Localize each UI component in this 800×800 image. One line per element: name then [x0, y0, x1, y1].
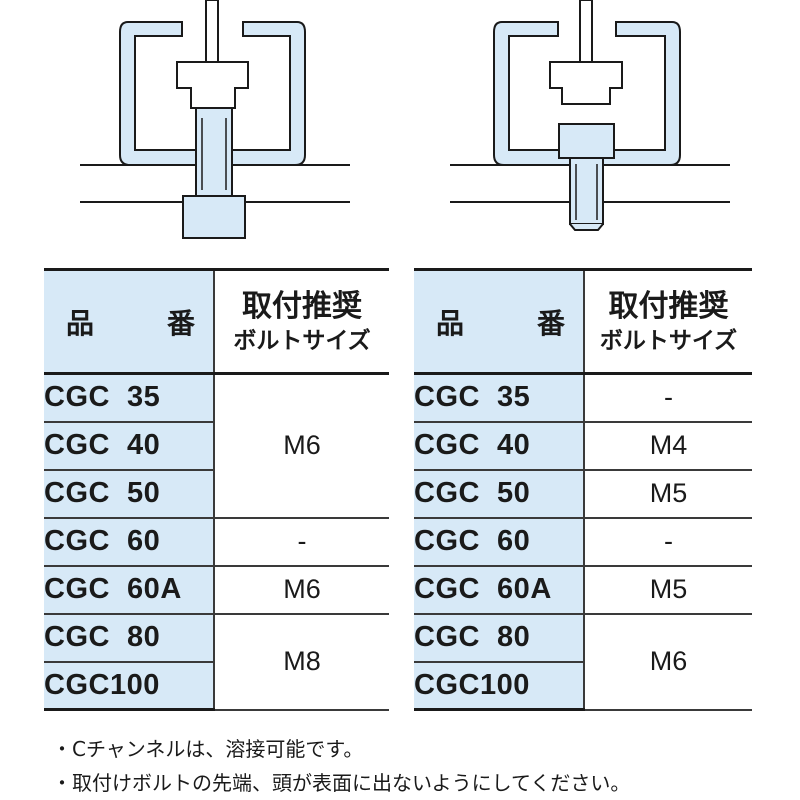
- product-code-cell: CGC 50: [414, 469, 585, 519]
- t-nut: [176, 61, 249, 109]
- product-code-cell: CGC 50: [44, 469, 215, 519]
- bolt-header-line1: 取付推奨: [242, 290, 362, 324]
- product-code-cell: CGC 40: [44, 421, 215, 471]
- table-header-row: 品 番 取付推奨 ボルトサイズ: [414, 268, 752, 375]
- table-row: CGC100: [414, 661, 752, 711]
- bolt-size-cell: M6: [584, 613, 752, 711]
- table-row: CGC 50: [44, 469, 389, 519]
- product-number-header: 品 番: [414, 268, 585, 375]
- bolt-size-cell: M4: [584, 421, 752, 471]
- note-weldable: ・Cチャンネルは、溶接可能です。: [52, 737, 364, 761]
- table-row: CGC 60-: [414, 517, 752, 567]
- product-code-cell: CGC 60: [414, 517, 585, 567]
- bolt-head: [558, 123, 615, 159]
- product-header-char-2: 番: [166, 306, 195, 340]
- bolt-size-cell: -: [584, 373, 752, 423]
- product-code-cell: CGC 60A: [44, 565, 215, 615]
- top-rod: [579, 0, 593, 63]
- bolt-size-cell: M5: [584, 565, 752, 615]
- mounting-diagram-inside-bolt: [450, 0, 730, 231]
- product-number-header: 品 番: [44, 268, 215, 375]
- product-header-char-2: 番: [536, 306, 565, 340]
- product-code-cell: CGC 35: [414, 373, 585, 423]
- c-channel-profile: [119, 21, 306, 166]
- product-code-cell: CGC 80: [414, 613, 585, 663]
- note-bolt-flush: ・取付けボルトの先端、頭が表面に出ないようにしてください。: [52, 771, 631, 795]
- c-channel-profile: [493, 21, 681, 166]
- product-code-cell: CGC 35: [44, 373, 215, 423]
- top-rod: [205, 0, 219, 63]
- bolt-shaft: [569, 157, 604, 225]
- table-row: CGC 35-: [414, 373, 752, 423]
- t-nut: [549, 61, 623, 105]
- table-row: CGC 60-: [44, 517, 389, 567]
- product-code-cell: CGC100: [44, 661, 215, 711]
- bolt-head: [182, 195, 246, 239]
- bolt-size-cell: -: [214, 517, 389, 567]
- bolt-size-cell: -: [584, 517, 752, 567]
- bolt-size-cell: M8: [214, 613, 389, 711]
- bolt-size-cell: M6: [214, 565, 389, 615]
- product-header-char-1: 品: [436, 306, 465, 340]
- recommended-bolt-size-header: 取付推奨 ボルトサイズ: [584, 268, 752, 375]
- bolt-size-cell: M6: [214, 373, 389, 519]
- table-row: CGC 40: [44, 421, 389, 471]
- product-code-cell: CGC 80: [44, 613, 215, 663]
- product-code-cell: CGC 40: [414, 421, 585, 471]
- mounting-diagram-bottom-bolt: [80, 0, 350, 239]
- notes: ・Cチャンネルは、溶接可能です。 ・取付けボルトの先端、頭が表面に出ないようにし…: [52, 732, 630, 800]
- product-header-char-1: 品: [66, 306, 95, 340]
- product-code-cell: CGC100: [414, 661, 585, 711]
- bolt-header-line2: ボルトサイズ: [599, 327, 738, 354]
- product-code-cell: CGC 60A: [414, 565, 585, 615]
- product-code-cell: CGC 60: [44, 517, 215, 567]
- table-header-row: 品 番 取付推奨 ボルトサイズ: [44, 268, 389, 375]
- bolt-header-line2: ボルトサイズ: [233, 327, 371, 354]
- recommended-bolt-size-header: 取付推奨 ボルトサイズ: [214, 268, 389, 375]
- bolt-size-cell: M5: [584, 469, 752, 519]
- table-row: CGC100: [44, 661, 389, 711]
- bolt-header-line1: 取付推奨: [608, 290, 729, 324]
